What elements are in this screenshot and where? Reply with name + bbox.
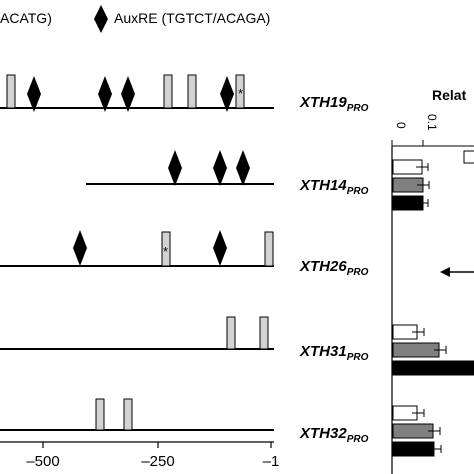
promoter-label-xth31: XTH31PRO [299, 343, 369, 363]
expression-bar-black [392, 441, 435, 457]
legend-box-element-label: ACATG) [0, 10, 52, 26]
promoter-row-xth26: * XTH26PRO [0, 230, 369, 278]
axis-tick-label: –250 [141, 453, 174, 470]
star-mark: * [238, 86, 243, 101]
axis-tick-label: –1 [263, 453, 280, 470]
auxre-diamond-icon [121, 76, 135, 112]
promoter-label-xth14: XTH14PRO [299, 177, 369, 197]
ctcc-element-box [163, 74, 173, 109]
expression-bar-black [392, 360, 474, 376]
ctcc-element-box [187, 74, 197, 109]
expression-panel: Relat 0 0.1 [391, 87, 474, 474]
auxre-diamond-icon [213, 230, 227, 266]
promoter-row-xth19: * XTH19PRO [0, 74, 369, 114]
expression-tick-label: 0.1 [425, 114, 439, 131]
auxre-diamond-icon [98, 76, 112, 112]
ctcc-element-box [95, 398, 105, 431]
position-axis: –500 –250 –1 [0, 441, 280, 470]
promoter-label-xth26: XTH26PRO [299, 258, 369, 278]
ctcc-element-box [259, 316, 269, 350]
promoter-label-xth19: XTH19PRO [299, 94, 369, 114]
ctcc-element-box [264, 231, 274, 267]
expression-axis-title: Relat [432, 87, 467, 103]
ctcc-element-box [123, 398, 133, 431]
legend-auxre-label: AuxRE (TGTCT/ACAGA) [114, 10, 270, 26]
ctcc-element-box [226, 316, 236, 350]
arrow-head-icon [440, 267, 450, 277]
expression-tick-label: 0 [394, 122, 408, 129]
promoter-row-xth31: XTH31PRO [0, 316, 369, 363]
ctcc-element-box [235, 74, 245, 109]
error-bars [416, 163, 430, 207]
ctcc-element-box [161, 231, 171, 267]
expression-legend-swatch [463, 150, 474, 164]
auxre-diamond-icon [168, 150, 182, 186]
expression-bar-gray [392, 342, 440, 358]
auxre-diamond-icon [27, 76, 41, 112]
star-mark: * [163, 244, 168, 259]
promoter-label-xth32: XTH32PRO [299, 425, 369, 445]
expression-bar-gray [392, 423, 434, 439]
promoter-row-xth14: XTH14PRO [86, 150, 369, 197]
auxre-diamond-icon [236, 150, 250, 186]
error-bars [412, 328, 447, 354]
auxre-diamond-icon [213, 150, 227, 186]
axis-tick-label: –500 [26, 453, 59, 470]
promoter-row-xth32: XTH32PRO [0, 398, 369, 445]
ctcc-element-box [6, 74, 16, 109]
error-bars [412, 409, 442, 453]
legend-auxre-diamond-icon [94, 5, 108, 33]
auxre-diamond-icon [73, 230, 87, 266]
auxre-diamond-icon [220, 76, 234, 112]
